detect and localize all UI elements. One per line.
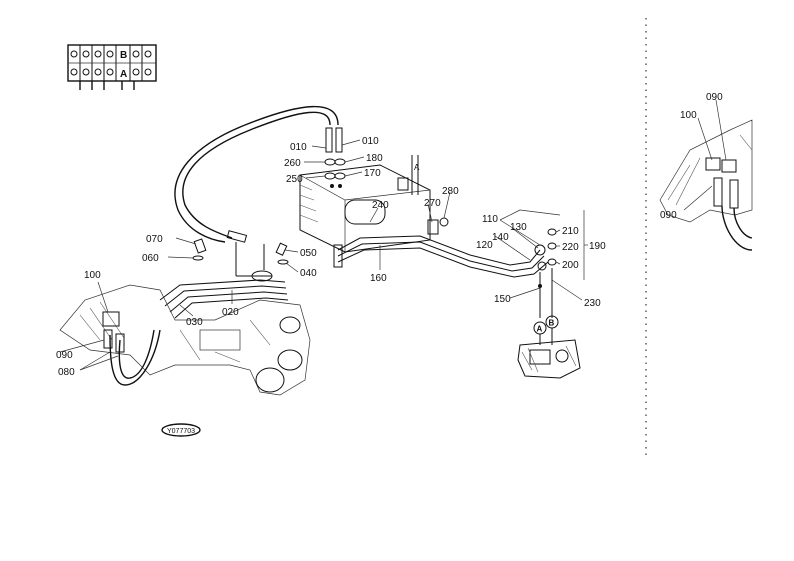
callout-100-inset: 100 xyxy=(680,110,697,121)
pipes-160 xyxy=(333,235,549,278)
callout-220: 220 xyxy=(562,242,579,253)
fittings-070-060 xyxy=(192,230,248,261)
callout-250: 250 xyxy=(286,174,303,185)
callout-090-inset-top: 090 xyxy=(706,92,723,103)
valve-port-a-label: A xyxy=(120,69,127,80)
top-mark-label: A xyxy=(414,163,420,172)
ab-connectors: A B xyxy=(533,315,559,345)
callout-070: 070 xyxy=(146,234,163,245)
callout-170: 170 xyxy=(364,168,381,179)
hose-loop xyxy=(174,105,339,243)
reference-code: Y077703 xyxy=(167,428,195,435)
callout-100: 100 xyxy=(84,270,101,281)
callout-140: 140 xyxy=(492,232,509,243)
callout-210: 210 xyxy=(562,226,579,237)
right-fittings xyxy=(509,228,583,318)
callout-230: 230 xyxy=(584,298,601,309)
callout-180: 180 xyxy=(366,153,383,164)
callout-050: 050 xyxy=(300,248,317,259)
callout-240: 240 xyxy=(372,200,389,211)
callout-090-inset-bottom: 090 xyxy=(660,210,677,221)
leader-lines xyxy=(59,99,727,371)
callout-190: 190 xyxy=(589,241,606,252)
callout-120: 120 xyxy=(476,240,493,251)
callout-010-left: 010 xyxy=(290,142,307,153)
callout-270: 270 xyxy=(424,198,441,209)
callout-260: 260 xyxy=(284,158,301,169)
callout-150: 150 xyxy=(494,294,511,305)
hydraulic-unit xyxy=(517,339,581,379)
callout-160: 160 xyxy=(370,273,387,284)
upper-fittings xyxy=(324,127,346,188)
pipes-020-030 xyxy=(159,270,289,319)
callout-130: 130 xyxy=(510,222,527,233)
callout-040: 040 xyxy=(300,268,317,279)
callout-020: 020 xyxy=(222,307,239,318)
callout-280: 280 xyxy=(442,186,459,197)
callout-010-right: 010 xyxy=(362,136,379,147)
connector-a-label: A xyxy=(537,325,543,334)
fittings-050-040 xyxy=(235,242,289,277)
callout-080: 080 xyxy=(58,367,75,378)
callout-110: 110 xyxy=(482,214,498,225)
callout-030: 030 xyxy=(186,317,203,328)
callout-200: 200 xyxy=(562,260,579,271)
callout-labels: 010 010 260 180 250 170 280 240 270 110 … xyxy=(56,92,723,378)
tractor-body xyxy=(59,284,311,396)
valve-port-b-label: B xyxy=(120,50,127,61)
control-valve-icon: B A xyxy=(67,44,157,90)
inset-detail xyxy=(659,119,753,251)
reference-badge: Y077703 xyxy=(161,423,201,437)
connector-b-label: B xyxy=(549,319,555,328)
callout-090: 090 xyxy=(56,350,73,361)
callout-060: 060 xyxy=(142,253,159,264)
